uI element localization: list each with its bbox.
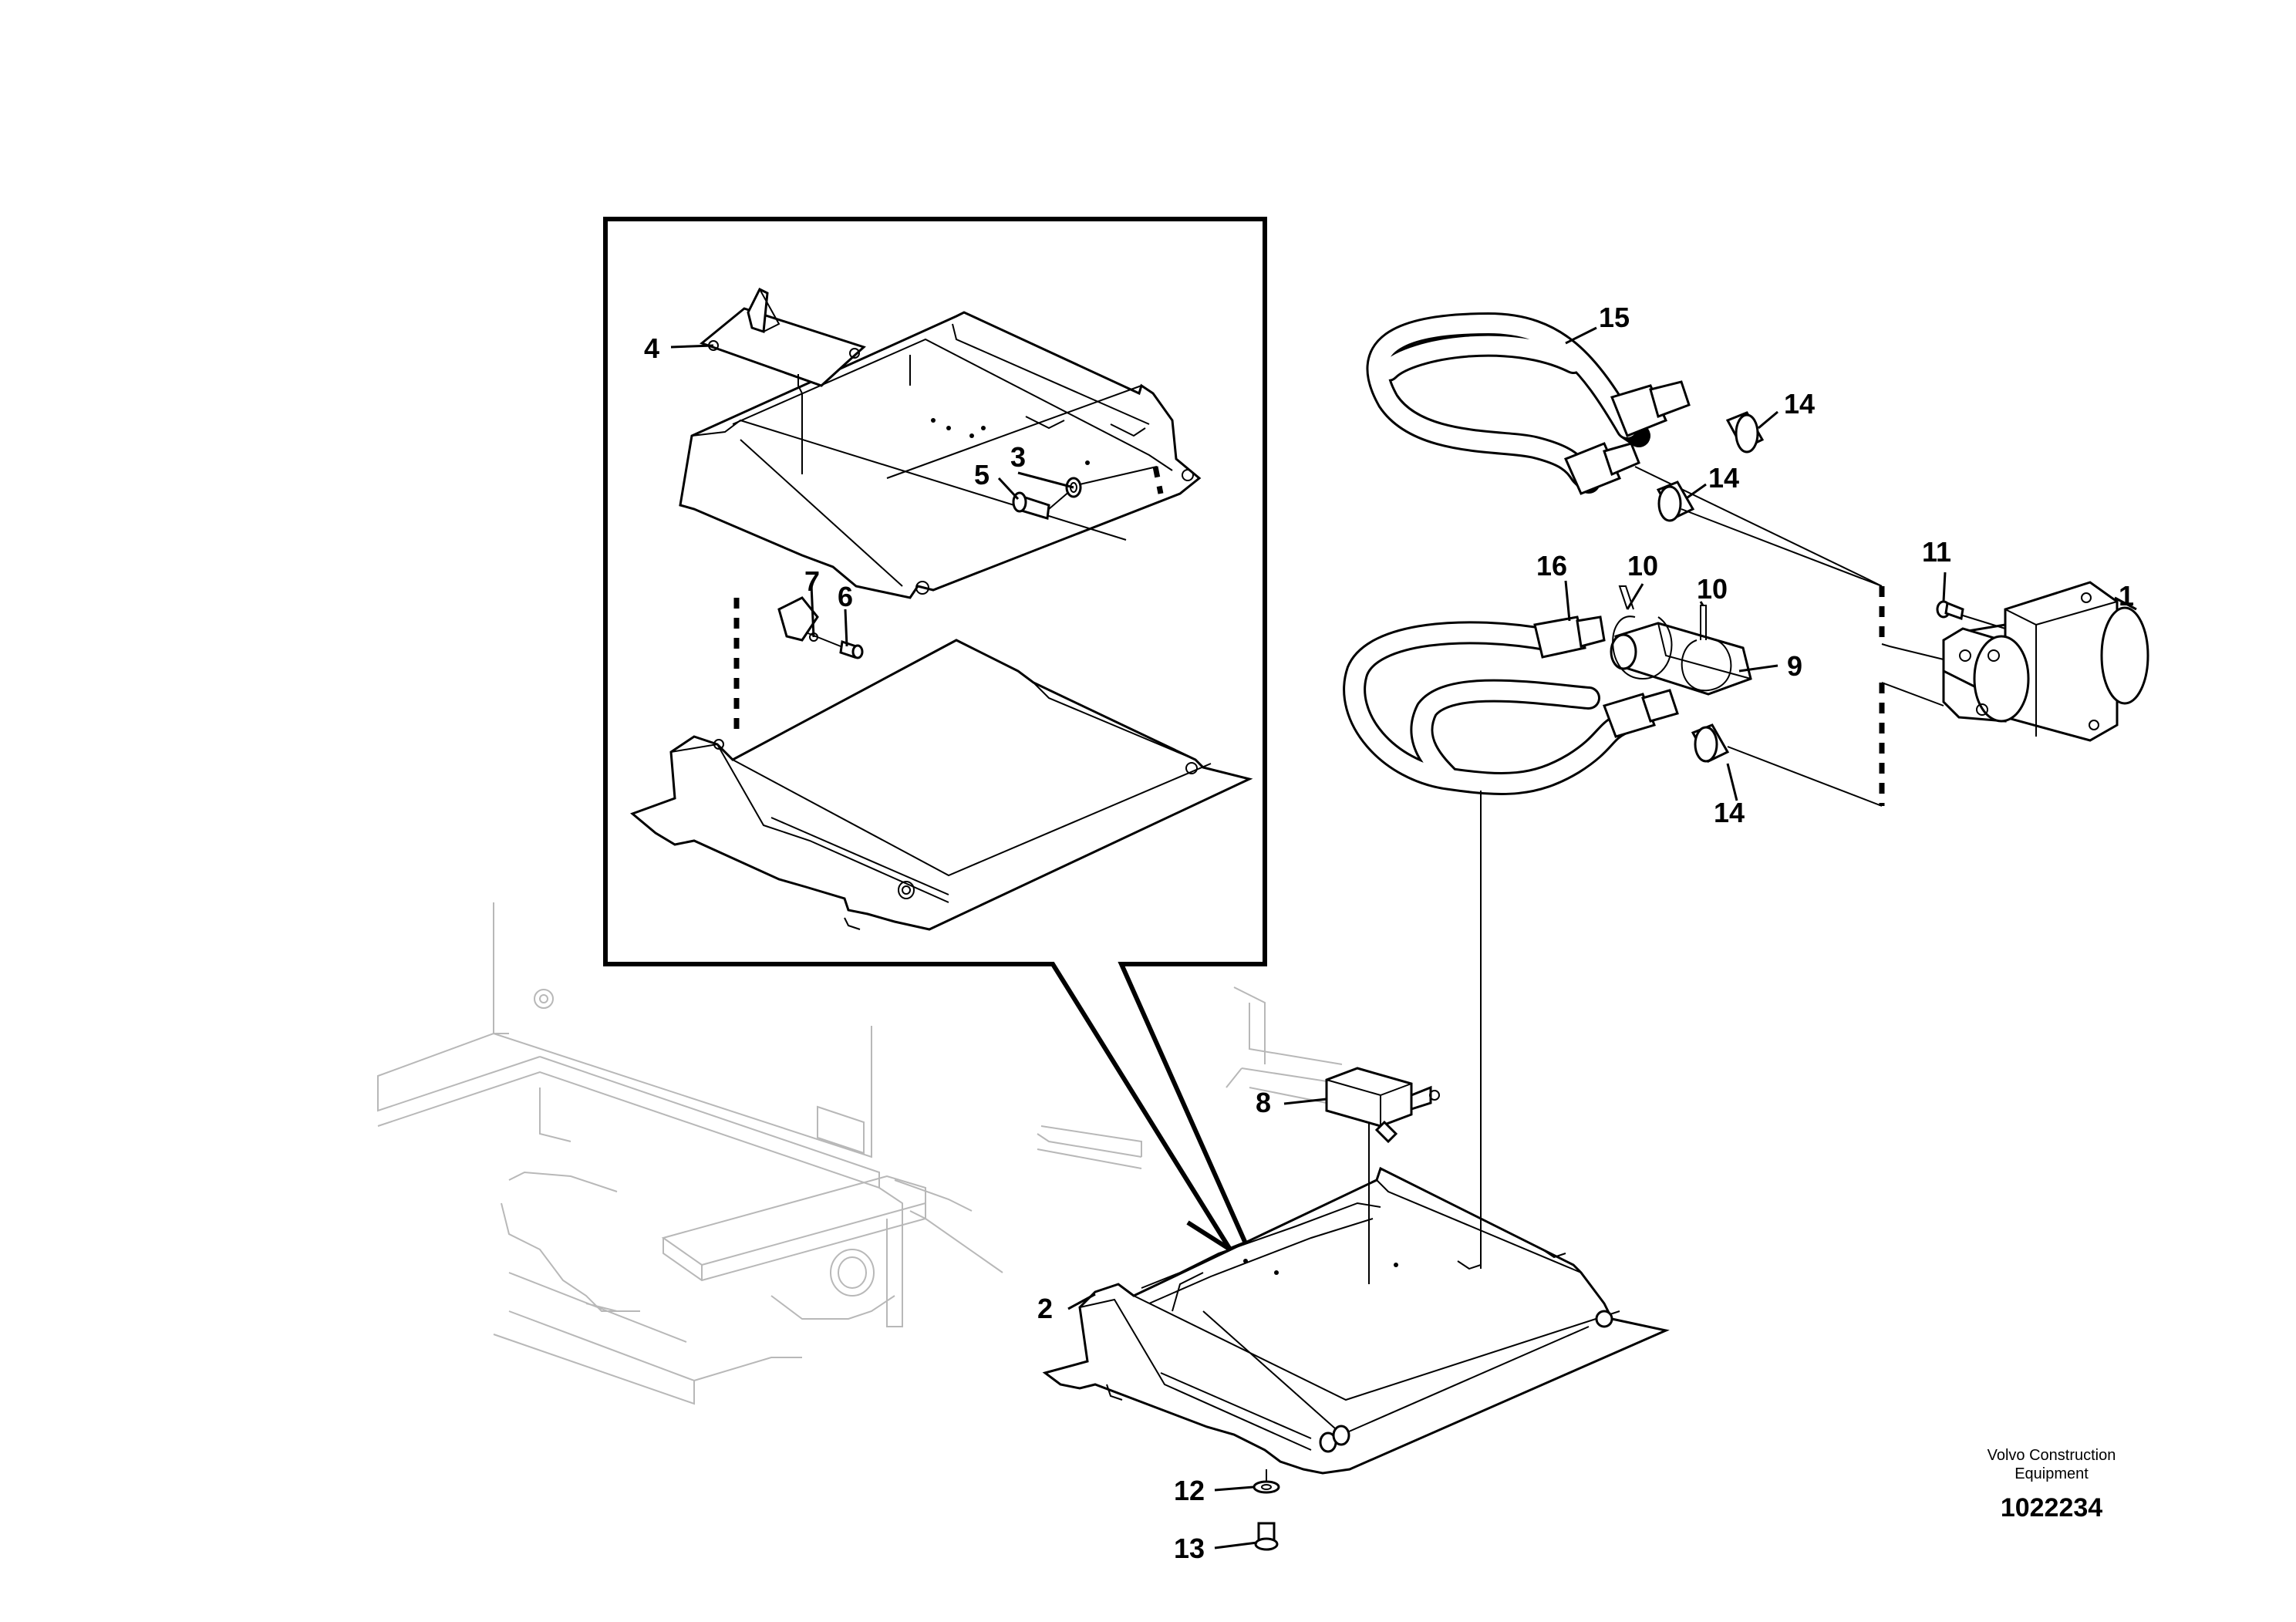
bracket-item-4 xyxy=(699,287,866,474)
machine-frame-background xyxy=(377,902,1343,1405)
adapter-item-14-low xyxy=(1691,723,1883,807)
bolt-item-13 xyxy=(1254,1522,1279,1551)
adapter-item-14-mid xyxy=(1656,481,1883,587)
callout-11: 11 xyxy=(1922,536,1951,568)
callout-14-low: 14 xyxy=(1714,797,1745,828)
callout-8: 8 xyxy=(1256,1087,1271,1118)
bolt-item-11 xyxy=(1936,600,2006,629)
callout-10b: 10 xyxy=(1697,573,1728,605)
callout-5: 5 xyxy=(974,459,990,491)
hose-item-16 xyxy=(1343,621,1631,795)
clip-item-10-right xyxy=(1681,605,1732,692)
callout-14-top: 14 xyxy=(1784,388,1815,420)
inset-upper-tray xyxy=(679,311,1202,599)
connector-lead-upper xyxy=(1881,643,1944,660)
drawing-number: 1022234 xyxy=(2001,1493,2102,1523)
hose-16-fittings xyxy=(1480,615,1679,1269)
clip-item-10-left xyxy=(1612,585,1673,680)
callout-1: 1 xyxy=(2119,580,2134,612)
callout-14-mid: 14 xyxy=(1708,462,1739,494)
publisher-block: Volvo Construction Equipment 1022234 xyxy=(1988,1447,2116,1523)
bolt-item-6 xyxy=(839,640,864,659)
dashed-connector-3 xyxy=(1152,466,1164,494)
pump-item-1 xyxy=(1942,581,2149,742)
callout-2: 2 xyxy=(1037,1293,1053,1324)
washer-item-12 xyxy=(1253,1469,1280,1494)
callout-13: 13 xyxy=(1174,1533,1205,1564)
callout-15: 15 xyxy=(1599,302,1630,333)
publisher-line-1: Volvo Construction xyxy=(1988,1447,2116,1464)
inset-lower-tray xyxy=(630,639,1253,931)
relay-module-item-8 xyxy=(1325,1067,1440,1284)
callout-3: 3 xyxy=(1010,441,1026,473)
bracket-item-7 xyxy=(777,596,845,649)
main-tray-assembly xyxy=(1042,1166,1670,1475)
leader-lines xyxy=(670,326,2137,1549)
callout-16: 16 xyxy=(1536,550,1567,582)
publisher-line-2: Equipment xyxy=(2014,1465,2089,1482)
callout-6: 6 xyxy=(838,581,853,612)
connector-lead-lower xyxy=(1881,682,1944,706)
callout-9: 9 xyxy=(1787,650,1802,682)
callout-4: 4 xyxy=(644,332,659,364)
adapter-item-14-top xyxy=(1725,411,1765,454)
callout-10a: 10 xyxy=(1627,550,1658,582)
callout-7: 7 xyxy=(804,565,820,597)
hose-15-fittings xyxy=(1563,380,1883,587)
callout-labels: 1 2 3 4 5 6 7 8 9 10 10 11 12 13 14 14 1… xyxy=(644,302,2134,1564)
callout-12: 12 xyxy=(1174,1475,1205,1506)
